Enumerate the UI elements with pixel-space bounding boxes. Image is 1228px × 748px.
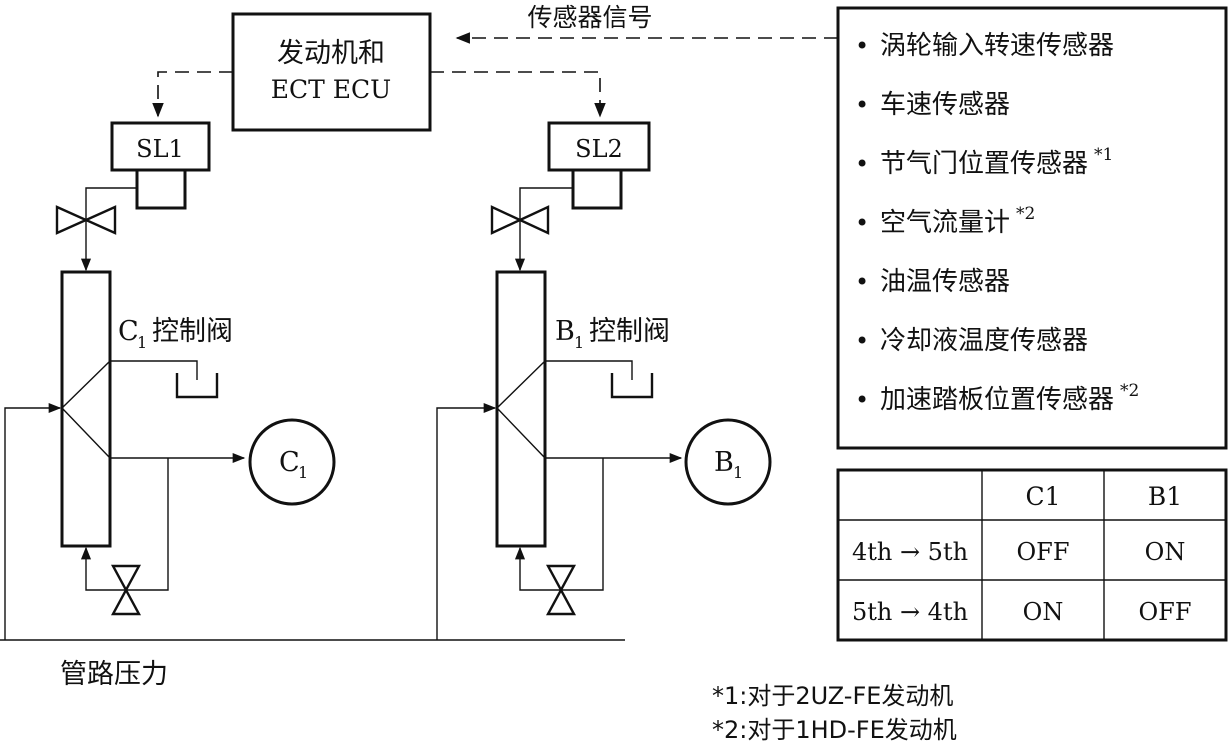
bullet-icon: •	[855, 91, 869, 119]
sensor-footnote-mark: *2	[1016, 204, 1035, 224]
sensor-name: 加速踏板位置传感器	[880, 385, 1114, 415]
sl2-output-line	[514, 187, 573, 272]
c1-control-valve	[60, 270, 112, 548]
sl1-label: SL1	[136, 135, 184, 163]
sensor-footnote-mark: *2	[1120, 381, 1139, 401]
c1-drain-line	[110, 360, 198, 380]
sensor-name: 冷却液温度传感器	[880, 326, 1088, 356]
sensor-list-item: • 节气门位置传感器 *1	[855, 145, 1113, 179]
bullet-icon: •	[855, 386, 869, 414]
table-row-shift: 4th → 5th	[852, 538, 968, 566]
sensor-name: 节气门位置传感器	[880, 149, 1088, 179]
table-row-shift: 5th → 4th	[852, 598, 968, 626]
c1-drain-icon	[175, 373, 219, 399]
bullet-icon: •	[855, 150, 869, 178]
table-cell-c1: ON	[1023, 598, 1064, 626]
c1-check-valve-icon	[110, 564, 142, 616]
b1-drain-icon	[610, 373, 654, 399]
svg-text:控制阀: 控制阀	[152, 316, 233, 347]
svg-text:B: B	[555, 316, 575, 347]
sensor-list-box	[836, 6, 1228, 450]
sensor-list: • 涡轮输入转速传感器 • 车速传感器 • 节气门位置传感器 *1 • 空气流量计 *2 • 油温传感…	[855, 31, 1139, 415]
b1-control-valve-label: B 1 控制阀	[555, 316, 670, 352]
table-cell-b1: ON	[1145, 538, 1186, 566]
sl1-plunger	[135, 168, 187, 210]
footnote-1: *1:对于2UZ-FE发动机	[712, 682, 953, 710]
c1-clutch	[248, 418, 336, 506]
sl2-label: SL2	[575, 135, 623, 163]
sl2-plunger	[571, 168, 623, 210]
c1-clutch-label: C 1	[279, 447, 308, 482]
svg-text:1: 1	[137, 333, 147, 352]
svg-text:C: C	[279, 447, 300, 478]
sensor-list-item: • 加速踏板位置传感器 *2	[855, 381, 1139, 415]
svg-text:1: 1	[574, 333, 584, 352]
ecu-label-line1: 发动机和	[277, 38, 385, 69]
c1-line-pressure-input	[4, 402, 62, 640]
c1-valve-spool	[61, 360, 111, 459]
bullet-icon: •	[855, 327, 869, 355]
table-header-c1: C1	[1025, 482, 1060, 511]
svg-text:C: C	[118, 316, 139, 347]
sensor-list-item: • 空气流量计 *2	[855, 204, 1035, 238]
b1-line-pressure-input	[436, 402, 497, 640]
sl1-output-line	[80, 187, 137, 272]
sensor-footnote-mark: *1	[1094, 145, 1113, 165]
shift-table: C1 B1 4th → 5th OFF ON 5th → 4th ON OFF	[836, 468, 1228, 642]
b1-drain-line	[545, 360, 633, 380]
sensor-name: 油温传感器	[880, 267, 1010, 297]
ecu-to-sl1-line	[152, 71, 233, 118]
b1-clutch	[684, 418, 772, 506]
sl2-solenoid	[547, 121, 651, 172]
sensor-name: 涡轮输入转速传感器	[880, 31, 1114, 61]
svg-text:1: 1	[298, 463, 308, 482]
table-header-b1: B1	[1148, 482, 1182, 511]
sensor-list-item: • 油温传感器	[855, 267, 1010, 297]
sensor-name: 空气流量计	[880, 208, 1010, 238]
line-pressure-label: 管路压力	[60, 659, 168, 690]
table-cell-c1: OFF	[1017, 538, 1070, 566]
b1-valve-spool	[496, 360, 546, 459]
svg-text:控制阀: 控制阀	[589, 316, 670, 347]
footnote-2: *2:对于1HD-FE发动机	[712, 716, 957, 744]
sl1-orifice-icon	[55, 205, 117, 235]
ecu-label-line2: ECT ECU	[271, 75, 391, 104]
b1-check-valve-icon	[545, 564, 577, 616]
b1-clutch-label: B 1	[714, 447, 743, 482]
sensor-name: 车速传感器	[880, 90, 1010, 120]
table-cell-b1: OFF	[1139, 598, 1192, 626]
ecu-to-sl2-line	[430, 71, 606, 118]
c1-control-valve-label: C 1 控制阀	[118, 316, 233, 352]
sensor-list-item: • 冷却液温度传感器	[855, 326, 1088, 356]
sensor-signal-label: 传感器信号	[527, 3, 652, 32]
sensor-list-item: • 车速传感器	[855, 90, 1010, 120]
bullet-icon: •	[855, 209, 869, 237]
bullet-icon: •	[855, 268, 869, 296]
svg-text:B: B	[714, 447, 734, 478]
ecu-box	[231, 12, 432, 132]
sl2-orifice-icon	[490, 205, 550, 235]
sensor-list-item: • 涡轮输入转速传感器	[855, 31, 1114, 61]
bullet-icon: •	[855, 32, 869, 60]
b1-control-valve	[495, 270, 547, 548]
svg-text:1: 1	[733, 463, 743, 482]
